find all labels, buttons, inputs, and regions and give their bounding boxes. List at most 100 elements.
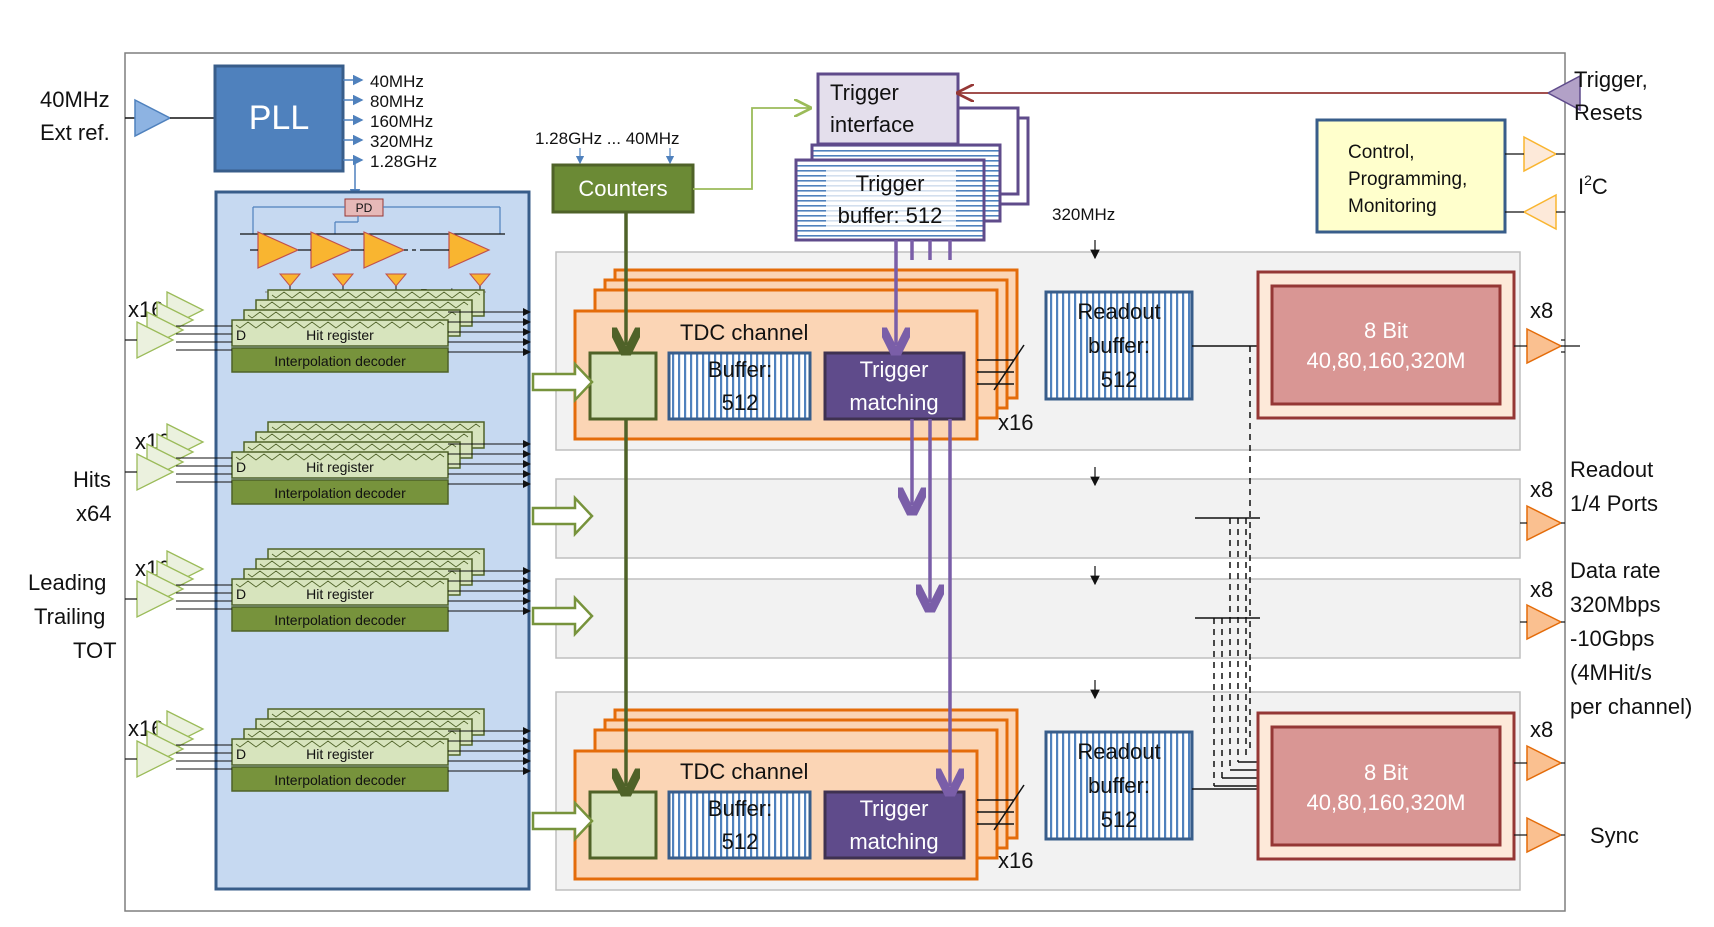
hit-register-layer: [231, 738, 449, 766]
trigger-input-buffer-icon: [1546, 74, 1581, 112]
channel-buffer-label-2: 512: [722, 829, 759, 854]
readout-buffer-label-3: 512: [1101, 367, 1138, 392]
counter-range-label: 1.28GHz ... 40MHz: [535, 129, 680, 148]
sync-port-icon: [1526, 816, 1563, 854]
trigger-matching-label-1: Trigger: [860, 796, 929, 821]
dll: PD Res. int.: [240, 198, 505, 302]
hit-register-d-label: D: [236, 586, 246, 602]
port-mult-2: x8: [1530, 477, 1553, 502]
hit-register-d-label: D: [236, 459, 246, 475]
trigger-resets-label-1: Trigger,: [1574, 67, 1648, 92]
trigger-interface-label-1: Trigger: [830, 80, 899, 105]
lane-2: [555, 478, 1521, 559]
hits-label: Hits: [73, 467, 111, 492]
readout-ports-label-2: 1/4 Ports: [1570, 491, 1658, 516]
pll-out-320: 320MHz: [370, 132, 433, 151]
output-port-icon: [1526, 504, 1563, 542]
trigger-resets-label-2: Resets: [1574, 100, 1642, 125]
tdc-channel-bottom: TDC channel Buffer: 512 Trigger matching…: [573, 708, 1033, 881]
data-rate-label-3: -10Gbps: [1570, 626, 1654, 651]
tdc-channel-title: TDC channel: [680, 759, 808, 784]
channel-buffer-label-1: Buffer:: [708, 796, 772, 821]
clock-input-buffer-icon: [134, 98, 172, 138]
readout-buffer-bottom: [1044, 730, 1194, 841]
clock-320-label: 320MHz: [1052, 205, 1115, 224]
trigger-matching-block: [823, 790, 966, 860]
output-port-icon: [1526, 744, 1563, 782]
pll-out-40: 40MHz: [370, 72, 424, 91]
i2c-out-icon: [1523, 135, 1558, 173]
serializer-bottom: 8 Bit 40,80,160,320M: [1256, 711, 1516, 861]
trigger-buffer-label-2: buffer: 512: [838, 203, 943, 228]
readout-ports-label-1: Readout: [1570, 457, 1653, 482]
hit-register-layer: [231, 319, 449, 347]
clock-ref-label-2: Ext ref.: [40, 120, 110, 145]
trigger-matching-block: [823, 351, 966, 421]
port-mult-1: x8: [1530, 298, 1553, 323]
channel-buffer-label-1: Buffer:: [708, 357, 772, 382]
hit-register-d-label: D: [236, 327, 246, 343]
port-mult-3: x8: [1530, 577, 1553, 602]
tdc-channel-title: TDC channel: [680, 320, 808, 345]
mode-tot-label: TOT: [73, 638, 117, 663]
port-mult-4: x8: [1530, 717, 1553, 742]
i2c-in-icon: [1522, 193, 1557, 231]
counter-latch: [588, 351, 658, 421]
pll-outputs: 40MHz 80MHz 160MHz 320MHz 1.28GHz: [343, 72, 437, 200]
hit-register-layer: [231, 578, 449, 606]
serializer-label-1: 8 Bit: [1364, 760, 1408, 785]
tdc-channel-top: TDC channel Buffer: 512 Trigger matching…: [573, 268, 1033, 441]
data-rate-label-4: (4MHit/s: [1570, 660, 1652, 685]
trigger-matching-label-1: Trigger: [860, 357, 929, 382]
control-label-1: Control,: [1348, 142, 1415, 163]
pll-out-80: 80MHz: [370, 92, 424, 111]
control-label-2: Programming,: [1348, 169, 1467, 190]
channel-buffer: [667, 351, 812, 421]
serializer-label-1: 8 Bit: [1364, 318, 1408, 343]
lane-3: [555, 578, 1521, 659]
interpolation-decoder: [231, 347, 449, 373]
data-rate-label-1: Data rate: [1570, 558, 1661, 583]
interpolation-decoder: [231, 479, 449, 505]
readout-buffer-label-2: buffer:: [1088, 333, 1150, 358]
readout-buffer-label-1: Readout: [1077, 739, 1160, 764]
serializer-top: 8 Bit 40,80,160,320M: [1256, 270, 1516, 420]
mode-trailing-label: Trailing: [34, 604, 105, 629]
frontend-to-tdc-arrows: [531, 360, 594, 843]
tdc-multiplicity: x16: [998, 848, 1033, 873]
channel-buffer-label-2: 512: [722, 390, 759, 415]
interpolation-decoder-label: Interpolation decoder: [274, 485, 406, 501]
readout-buffer-top: [1044, 290, 1194, 401]
interpolation-decoder-label: Interpolation decoder: [274, 612, 406, 628]
pd-label: PD: [356, 201, 373, 215]
output-ports: x8 x8 x8 x8: [1514, 298, 1580, 854]
trigger-matching-label-2: matching: [849, 390, 938, 415]
pll-block: [213, 64, 345, 173]
control-block: [1315, 118, 1507, 234]
trigger-buffer-label-1: Trigger: [856, 171, 925, 196]
interpolation-decoder-label: Interpolation decoder: [274, 353, 406, 369]
hit-register-label: Hit register: [306, 746, 374, 762]
readout-buffer-label-3: 512: [1101, 807, 1138, 832]
readout-buffer-label-2: buffer:: [1088, 773, 1150, 798]
data-rate-label-5: per channel): [1570, 694, 1692, 719]
pll-out-160: 160MHz: [370, 112, 433, 131]
sync-label: Sync: [1590, 823, 1639, 848]
hit-register-label: Hit register: [306, 586, 374, 602]
output-port-icon: [1526, 327, 1563, 365]
i2c-label: I2C: [1578, 172, 1608, 199]
counters-block: [551, 163, 695, 214]
mode-leading-label: Leading: [28, 570, 106, 595]
pll-label: PLL: [249, 99, 310, 137]
interpolation-decoder: [231, 606, 449, 632]
pll-out-128: 1.28GHz: [370, 152, 437, 171]
hit-register-label: Hit register: [306, 327, 374, 343]
data-rate-label-2: 320Mbps: [1570, 592, 1661, 617]
control-label-3: Monitoring: [1348, 196, 1437, 217]
interpolation-decoder-label: Interpolation decoder: [274, 772, 406, 788]
hit-register-layer: [231, 451, 449, 479]
